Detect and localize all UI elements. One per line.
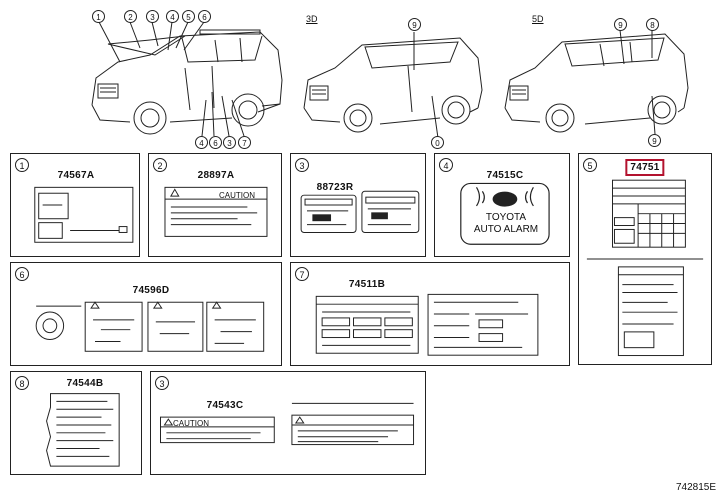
alarm-text-line1: TOYOTA (485, 212, 527, 223)
callout: 9 (648, 134, 661, 147)
callout: 9 (614, 18, 627, 31)
callout: 1 (92, 10, 105, 23)
panel-label-1: 1 74567A (10, 153, 140, 257)
part-number: 28897A (197, 170, 235, 181)
panel-index: 5 (583, 158, 597, 172)
panel-label-3: 3 88723R (290, 153, 426, 257)
part-number: 74596D (132, 285, 170, 296)
caution-text: CAUTION (173, 419, 209, 428)
vehicle-illustrations: 3D 5D 1 2 3 4 5 6 4 6 3 7 9 0 9 8 9 (0, 0, 720, 152)
panel-label-2: 2 28897A CAUTION (148, 153, 282, 257)
view-label-5d: 5D (532, 14, 544, 24)
panel-label-7: 7 74511B (290, 262, 570, 366)
vehicle-hood-open (91, 21, 283, 137)
callout: 4 (166, 10, 179, 23)
panel-label-6: 6 74596D (10, 262, 282, 366)
part-number: 74567A (57, 170, 95, 181)
panel-label-9: 3 74543C CAUTION (150, 371, 426, 475)
callout: 8 (646, 18, 659, 31)
callout: 7 (238, 136, 251, 149)
panel-label-4: 4 74515C TOYOTA AUTO ALARM (434, 153, 570, 257)
callout: 6 (198, 10, 211, 23)
panel-index: 4 (439, 158, 453, 172)
part-number: 74515C (486, 170, 524, 181)
vehicle-3door (303, 32, 483, 139)
panel-index: 1 (15, 158, 29, 172)
label-drawing (34, 186, 134, 243)
panel-label-5: 5 74751 (578, 153, 712, 365)
reference-code: 742815E (675, 482, 716, 493)
part-number: 74544B (66, 378, 104, 389)
label-drawing (300, 190, 420, 233)
callout: 6 (209, 136, 222, 149)
callout: 3 (146, 10, 159, 23)
label-drawing (35, 301, 265, 352)
part-number: 74511B (348, 279, 386, 290)
vehicle-5door (504, 29, 689, 135)
label-drawing (164, 186, 268, 237)
alarm-text-line2: AUTO ALARM (473, 224, 539, 235)
callout: 0 (431, 136, 444, 149)
part-number: 74543C (206, 400, 244, 411)
label-drawing (160, 402, 415, 446)
callout: 4 (195, 136, 208, 149)
panel-index: 7 (295, 267, 309, 281)
label-drawing (46, 393, 120, 467)
panel-label-8: 8 74544B (10, 371, 142, 475)
callout: 9 (408, 18, 421, 31)
panel-index: 8 (15, 376, 29, 390)
callout: 3 (223, 136, 236, 149)
label-drawing (586, 179, 704, 357)
part-number: 88723R (316, 182, 354, 193)
label-drawing (315, 293, 539, 356)
view-label-3d: 3D (306, 14, 318, 24)
panel-index: 2 (153, 158, 167, 172)
callout: 5 (182, 10, 195, 23)
panel-index: 3 (295, 158, 309, 172)
panel-index: 3 (155, 376, 169, 390)
label-drawing (460, 182, 550, 245)
callout: 2 (124, 10, 137, 23)
part-number-highlighted: 74751 (625, 159, 665, 176)
caution-text: CAUTION (219, 191, 255, 200)
panel-index: 6 (15, 267, 29, 281)
vehicle-drawings (91, 21, 689, 139)
